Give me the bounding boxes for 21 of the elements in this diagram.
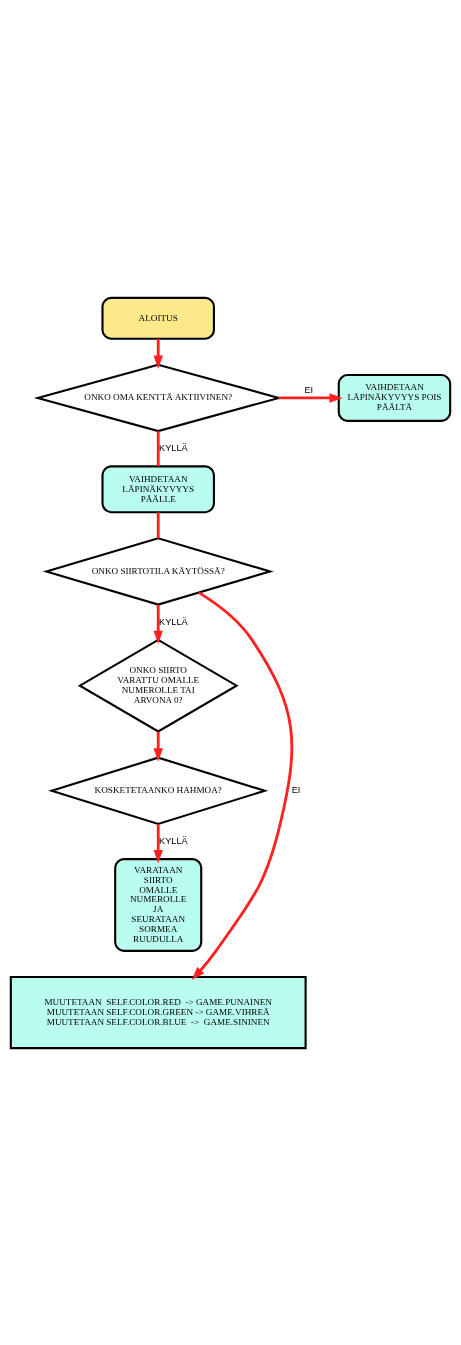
edge-label: KYLLÄ — [159, 835, 188, 846]
node-box: VAIHDETAAN LÄPINÄKYVYYS PÄÄLLE — [101, 464, 215, 513]
node-box: ALOITUS — [101, 296, 215, 340]
arrow — [278, 392, 343, 403]
arrow — [153, 731, 163, 762]
edge-label: EI — [291, 784, 301, 795]
node-box: VAIHDETAAN LÄPINÄKYVYYS POIS PÄÄLTÄ — [337, 373, 452, 422]
node-diamond: ONKO SIIRTO VARATTU OMALLE NUMEROLLE TAI ARVONA 0? — [77, 638, 239, 733]
node-diamond: ONKO SIIRTOTILA KÄYTÖSSÄ? — [42, 536, 274, 606]
node-box: MUUTETAAN SELF.COLOR.RED -> GAME.PUNAINEN MUUTETAAN SELF.COLOR.GREEN -> GAME.VIHREÄ MUUTETAAN SELF.COLOR.BLUE -> GAME.SININEN — [9, 975, 307, 1049]
arrow — [153, 823, 163, 863]
edge-label: EI — [304, 384, 314, 395]
arrow — [153, 338, 163, 369]
edge-label: KYLLÄ — [159, 442, 188, 453]
node-diamond: KOSKETETAANKO HAHMOA? — [48, 756, 269, 825]
connector — [156, 430, 160, 466]
edge-label: KYLLÄ — [159, 616, 188, 627]
arrow — [153, 604, 163, 644]
connector — [156, 511, 160, 538]
node-box: VARATAAN SIIRTO OMALLE NUMEROLLE JA SEURATAAN SORMEA RUUDULLA — [114, 857, 203, 952]
arrow — [191, 590, 294, 980]
